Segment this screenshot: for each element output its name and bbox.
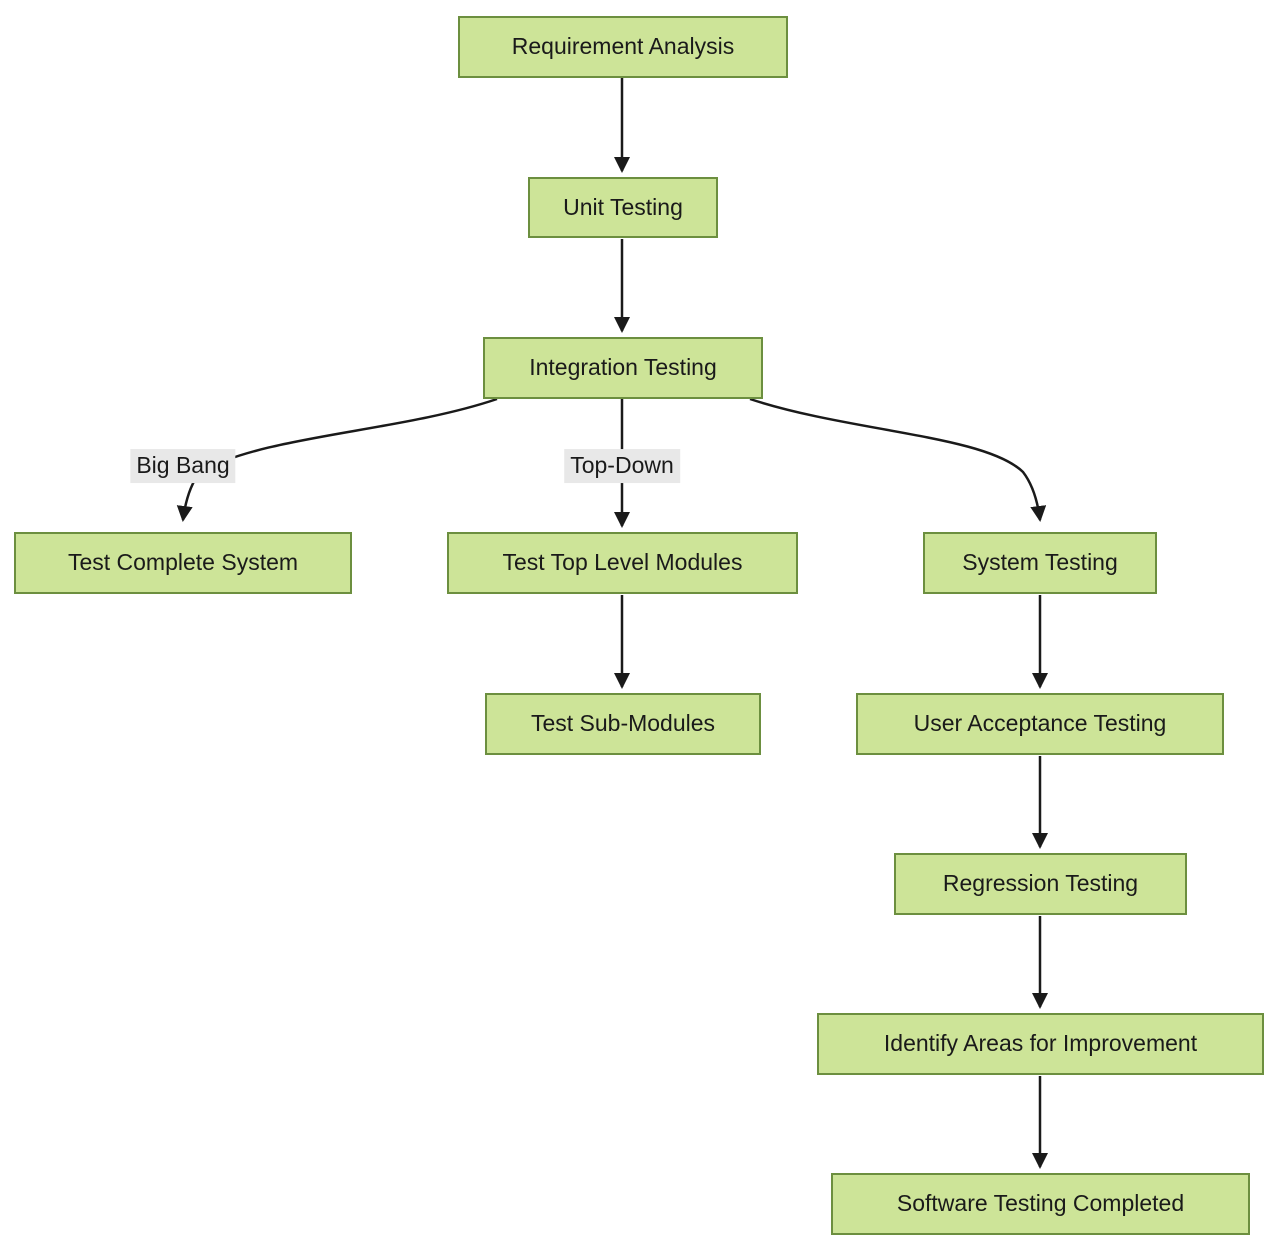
node-regression-testing: Regression Testing [894,853,1187,915]
node-system-testing: System Testing [923,532,1157,594]
node-test-sub-modules: Test Sub-Modules [485,693,761,755]
edge-integration-to-system-testing [749,397,1047,522]
node-test-complete-system: Test Complete System [14,532,352,594]
edge-integration-to-test-complete-system [176,397,498,522]
node-unit-testing: Unit Testing [528,177,718,238]
edge-label-big-bang: Big Bang [130,449,236,483]
node-software-testing-completed: Software Testing Completed [831,1173,1250,1235]
node-requirement-analysis: Requirement Analysis [458,16,788,78]
node-integration-testing: Integration Testing [483,337,763,399]
node-test-top-level-modules: Test Top Level Modules [447,532,798,594]
node-user-acceptance-testing: User Acceptance Testing [856,693,1224,755]
edge-label-top-down: Top-Down [564,449,680,483]
node-identify-areas-for-improvement: Identify Areas for Improvement [817,1013,1264,1075]
